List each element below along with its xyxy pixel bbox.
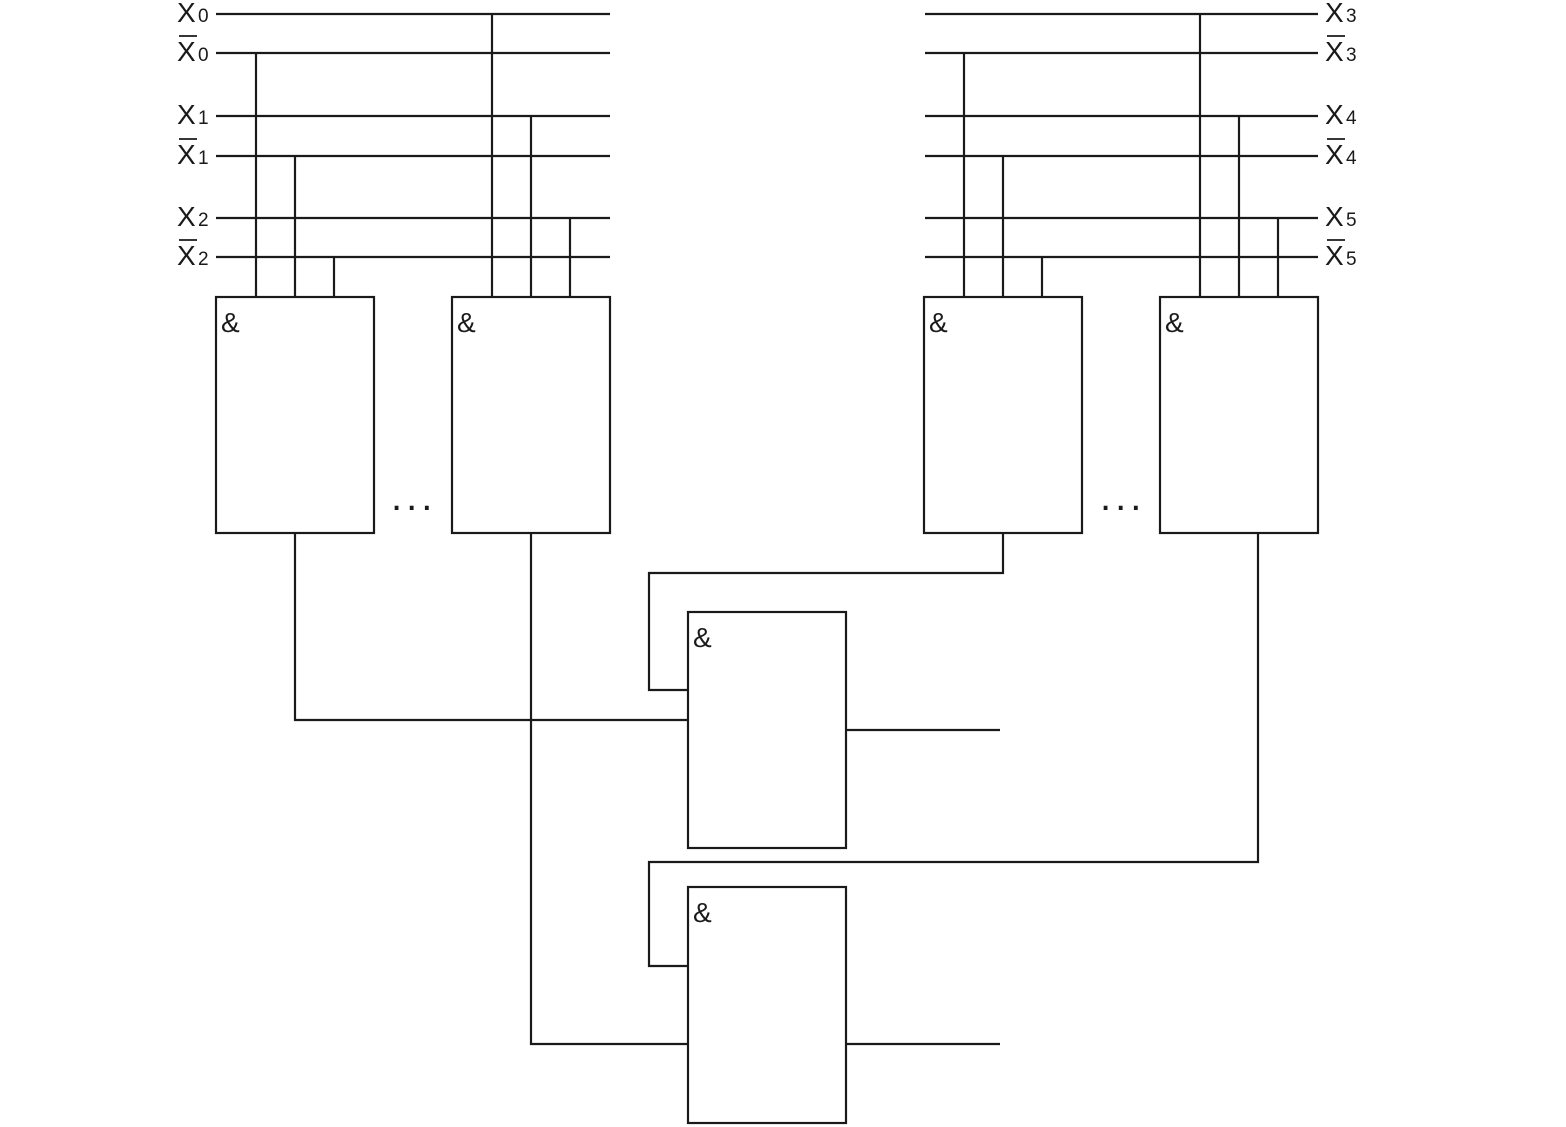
svg-text:1: 1 [198, 148, 209, 169]
svg-text:X: X [1325, 99, 1344, 130]
label-x4: X 4 [1325, 99, 1357, 130]
and-gate-output-1: & [686, 610, 848, 850]
label-x2: X 2 [177, 201, 209, 232]
ellipsis-right: ... [1100, 475, 1145, 519]
and-symbol: & [929, 307, 948, 338]
svg-text:5: 5 [1346, 249, 1357, 270]
svg-text:X: X [1325, 201, 1344, 232]
right-input-labels: X 3 X 3 X 4 X 4 X 5 X 5 [1325, 0, 1357, 271]
label-x5: X 5 [1325, 201, 1357, 232]
svg-text:X: X [177, 36, 196, 67]
svg-text:2: 2 [198, 249, 209, 270]
svg-text:2: 2 [198, 210, 209, 231]
label-x3: X 3 [1325, 0, 1357, 28]
ellipsis-left: ... [391, 475, 436, 519]
gate-body [1158, 295, 1320, 535]
svg-text:1: 1 [198, 108, 209, 129]
label-not-x5: X 5 [1325, 239, 1357, 271]
svg-text:3: 3 [1346, 6, 1357, 27]
left-input-labels: X 0 X 0 X 1 X 1 X 2 X 2 [177, 0, 209, 271]
svg-text:X: X [1325, 0, 1344, 28]
svg-text:X: X [177, 201, 196, 232]
right-input-bus [925, 12, 1318, 259]
gate-body [686, 885, 848, 1125]
svg-text:X: X [1325, 36, 1344, 67]
gate-body [214, 295, 376, 535]
left-input-bus [216, 12, 610, 259]
wire-l2-to-out2 [529, 533, 688, 1046]
svg-text:4: 4 [1346, 148, 1357, 169]
svg-text:4: 4 [1346, 108, 1357, 129]
and-gate-right-2: & [1158, 295, 1320, 535]
wire-l1-to-out1 [293, 533, 688, 722]
and-symbol: & [693, 897, 712, 928]
label-x1: X 1 [177, 99, 209, 130]
and-gate-right-1: & [922, 295, 1084, 535]
and-symbol: & [221, 307, 240, 338]
svg-text:0: 0 [198, 45, 209, 66]
label-not-x1: X 1 [177, 138, 209, 170]
and-gate-output-2: & [686, 885, 848, 1125]
svg-text:X: X [1325, 139, 1344, 170]
svg-text:X: X [1325, 240, 1344, 271]
svg-text:X: X [177, 99, 196, 130]
svg-text:X: X [177, 240, 196, 271]
wire-r2-to-out2 [647, 533, 1260, 968]
svg-text:X: X [177, 0, 196, 28]
label-not-x3: X 3 [1325, 35, 1357, 67]
wire-r1-to-out1 [647, 533, 1005, 692]
label-not-x0: X 0 [177, 35, 209, 67]
label-not-x4: X 4 [1325, 138, 1357, 170]
interconnect-wires [293, 533, 1260, 1046]
and-symbol: & [693, 622, 712, 653]
and-gate-left-2: & [450, 295, 612, 535]
label-x0: X 0 [177, 0, 209, 28]
svg-text:3: 3 [1346, 45, 1357, 66]
gate-body [922, 295, 1084, 535]
gate-body [450, 295, 612, 535]
and-symbol: & [1165, 307, 1184, 338]
label-not-x2: X 2 [177, 239, 209, 271]
svg-text:X: X [177, 139, 196, 170]
and-gate-left-1: & [214, 295, 376, 535]
and-symbol: & [457, 307, 476, 338]
svg-text:5: 5 [1346, 210, 1357, 231]
svg-text:0: 0 [198, 6, 209, 27]
gate-input-taps [254, 14, 1280, 297]
gate-body [686, 610, 848, 850]
